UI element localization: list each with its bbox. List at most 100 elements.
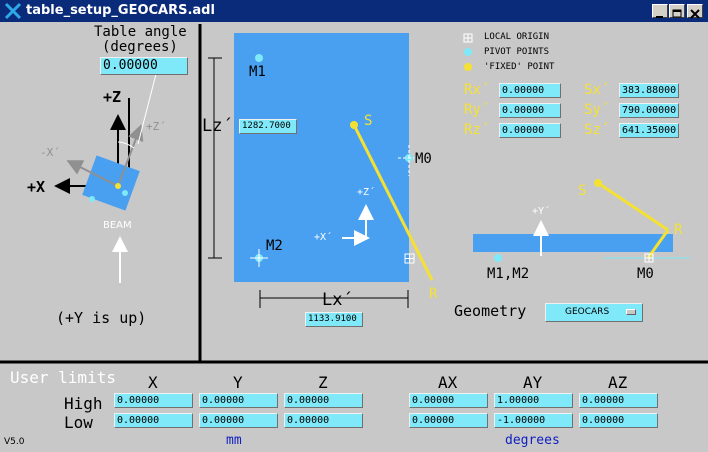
sy-field[interactable]: 790.00000: [619, 103, 679, 118]
r-label: R: [429, 286, 438, 302]
maximize-button[interactable]: [669, 4, 685, 18]
rx-field[interactable]: 0.00000: [499, 83, 561, 98]
minimize-button[interactable]: [652, 4, 668, 18]
maximize-icon: [672, 9, 682, 18]
ry-label: Ry´: [464, 102, 490, 118]
low-ay-field[interactable]: -1.00000: [494, 413, 573, 428]
high-az-field[interactable]: 0.00000: [579, 393, 658, 408]
pivot-dot: [89, 196, 95, 202]
plus-x-label: +X: [27, 178, 46, 196]
z-axis-label: +Z´: [357, 187, 376, 198]
side-m1m2-label: M1,M2: [487, 266, 530, 282]
sz-label: Sz´: [584, 122, 610, 138]
fixed-point-s: [350, 121, 358, 129]
z-prime-label: +Z´: [146, 120, 166, 133]
legend-local-origin: LOCAL ORIGIN: [484, 32, 550, 42]
col-az-header: AZ: [608, 373, 628, 392]
drawing-canvas: [0, 24, 708, 364]
side-link-top: [597, 181, 669, 232]
lz-label: Lz´: [202, 116, 233, 136]
high-row-label: High: [64, 394, 103, 413]
low-z-field[interactable]: 0.00000: [284, 413, 363, 428]
high-ay-field[interactable]: 1.00000: [494, 393, 573, 408]
lx-label: Lx´: [322, 290, 353, 310]
beam-label: BEAM: [103, 220, 132, 231]
sx-label: Sx´: [584, 82, 610, 98]
sy-label: Sy´: [584, 102, 610, 118]
pivot-m1: [255, 54, 263, 62]
side-r-label: R: [674, 222, 683, 238]
x-prime-label: -X´: [40, 146, 60, 159]
low-ax-field[interactable]: 0.00000: [409, 413, 488, 428]
table-angle-input[interactable]: 0.00000: [100, 57, 188, 75]
m2-label: M2: [266, 238, 283, 254]
table-angle-label: Table angle: [94, 24, 187, 40]
title-bar: table_setup_GEOCARS.adl: [0, 0, 708, 22]
low-x-field[interactable]: 0.00000: [114, 413, 193, 428]
legend-fixed-point: 'FIXED' POINT: [484, 62, 555, 72]
low-az-field[interactable]: 0.00000: [579, 413, 658, 428]
col-y-header: Y: [233, 373, 243, 392]
side-local-origin-icon: [644, 253, 654, 263]
low-row-label: Low: [64, 413, 93, 432]
close-button[interactable]: [687, 4, 703, 19]
side-fixed-s: [594, 179, 602, 187]
side-m0-label: M0: [637, 266, 654, 282]
angle-arc: [117, 141, 135, 149]
m1-label: M1: [249, 64, 266, 80]
plus-z-label: +Z: [103, 88, 122, 106]
mm-unit-label: mm: [226, 433, 242, 448]
col-x-header: X: [148, 373, 158, 392]
z-prime-arrow: [117, 124, 144, 187]
rx-label: Rx´: [464, 82, 490, 98]
minimize-icon: [656, 16, 663, 18]
lz-value-field[interactable]: 1282.7000: [239, 119, 297, 134]
legend-pivot-icon: [464, 48, 472, 56]
col-ay-header: AY: [523, 373, 543, 392]
side-s-label: S: [578, 183, 587, 199]
legend-fixed-icon: [464, 63, 472, 71]
table-angle-unit: (degrees): [102, 39, 178, 55]
version-label: V5.0: [4, 437, 25, 447]
geometry-menu-value: GEOCARS: [565, 307, 610, 317]
geometry-menu[interactable]: GEOCARS: [545, 303, 643, 322]
side-y-axis-label: +Y´: [532, 206, 551, 217]
m0-label: M0: [415, 151, 432, 167]
table-top-view: [234, 33, 409, 282]
angle-leader-line: [137, 73, 157, 145]
local-origin-icon: [404, 253, 415, 264]
close-icon: [690, 9, 700, 19]
window-title: table_setup_GEOCARS.adl: [26, 3, 215, 18]
user-limits-title: User limits: [10, 368, 116, 387]
col-z-header: Z: [318, 373, 328, 392]
geometry-label: Geometry: [454, 302, 527, 320]
x-prime-arrow: [66, 160, 119, 187]
y-up-label: (+Y is up): [56, 309, 147, 327]
s-label: S: [364, 113, 373, 129]
high-x-field[interactable]: 0.00000: [114, 393, 193, 408]
origin-dot: [115, 183, 121, 189]
low-y-field[interactable]: 0.00000: [199, 413, 278, 428]
side-pivot-m1m2: [494, 254, 502, 262]
degrees-unit-label: degrees: [505, 433, 560, 448]
lx-value-field[interactable]: 1133.9100: [305, 312, 363, 327]
side-link-bottom: [646, 229, 670, 259]
sz-field[interactable]: 641.35000: [619, 123, 679, 138]
x-axis-label: +X´: [314, 232, 333, 243]
high-ax-field[interactable]: 0.00000: [409, 393, 488, 408]
pivot-dot: [122, 190, 128, 196]
legend-local-origin-icon: [463, 33, 473, 43]
high-y-field[interactable]: 0.00000: [199, 393, 278, 408]
col-ax-header: AX: [438, 373, 458, 392]
ry-field[interactable]: 0.00000: [499, 103, 561, 118]
rz-field[interactable]: 0.00000: [499, 123, 561, 138]
rz-label: Rz´: [464, 122, 490, 138]
s-r-link: [352, 124, 434, 281]
menu-indicator-icon: [626, 309, 636, 315]
legend-pivot-points: PIVOT POINTS: [484, 47, 550, 57]
sx-field[interactable]: 383.88000: [619, 83, 679, 98]
x-logo-icon: [4, 2, 22, 20]
high-z-field[interactable]: 0.00000: [284, 393, 363, 408]
table-side-view: [473, 234, 673, 252]
